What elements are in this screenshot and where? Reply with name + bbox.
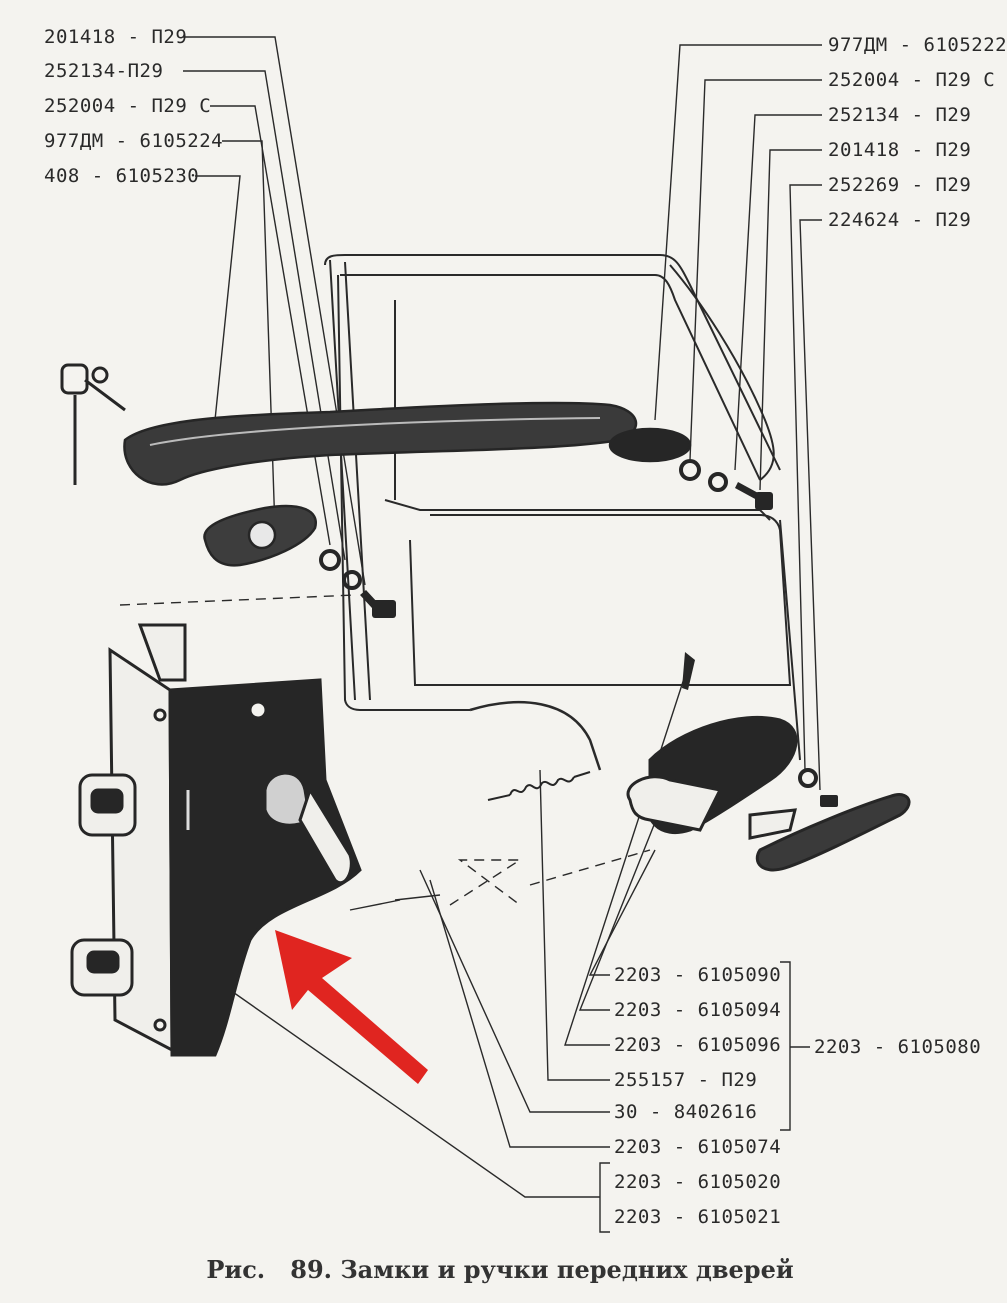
inner-door-handle (626, 715, 911, 872)
part-label: 252004 - П29 С (828, 69, 996, 91)
leader-line (799, 219, 822, 791)
rod (329, 259, 371, 701)
leader-line (222, 140, 276, 531)
part-label: 201418 - П29 (44, 26, 188, 48)
leader-line (195, 175, 241, 421)
leader-line (789, 184, 822, 771)
rod (669, 264, 775, 481)
figure-number: 89. (290, 1255, 333, 1284)
washer (319, 459, 818, 788)
rod (779, 519, 801, 761)
glass-channel (384, 499, 771, 521)
group-bracket (780, 961, 791, 1131)
leader-line (759, 149, 822, 491)
leader-line (229, 989, 600, 1198)
part-label: 224624 - П29 (828, 209, 972, 231)
part-label: 255157 - П29 (614, 1069, 758, 1091)
part-label: 977ДМ - 6105222 (828, 34, 1007, 56)
handle-gasket (203, 504, 317, 567)
part-label: 2203 - 6105096 (614, 1034, 782, 1056)
leader-line (419, 869, 610, 1113)
part-label: 30 - 8402616 (614, 1101, 758, 1123)
part-label: 252004 - П29 С (44, 95, 212, 117)
group-label: 2203 - 6105080 (814, 1036, 982, 1058)
part-label: 201418 - П29 (828, 139, 972, 161)
leader-line (539, 769, 610, 1081)
part-label: 2203 - 6105021 (614, 1206, 782, 1228)
caption-prefix: Рис. (206, 1255, 266, 1284)
part-label: 2203 - 6105094 (614, 999, 782, 1021)
part-label: 252134-П29 (44, 60, 164, 82)
alignment-line (349, 894, 441, 911)
group-bracket-left (599, 1162, 610, 1233)
part-label: 252269 - П29 (828, 174, 972, 196)
cable (469, 701, 602, 771)
part-label: 977ДМ - 6105224 (44, 130, 224, 152)
bolt (360, 482, 838, 807)
outer-door-handle (123, 401, 692, 486)
leader-line (734, 114, 822, 471)
leader-line (578, 809, 661, 1011)
window-frame-outline (324, 254, 792, 711)
leader-line (210, 105, 331, 546)
door-lock-assembly (70, 623, 362, 1057)
leader-line (689, 79, 822, 461)
part-label: 2203 - 6105074 (614, 1136, 782, 1158)
spring (487, 771, 591, 801)
leader-line (183, 36, 366, 586)
highlight-arrow (275, 930, 428, 1084)
part-label: 252134 - П29 (828, 104, 972, 126)
alignment-line (119, 594, 523, 906)
leader-line (588, 849, 656, 976)
alignment-line (529, 849, 651, 886)
part-label: 408 - 6105230 (44, 165, 200, 187)
key-icon (60, 363, 126, 485)
leader-line (564, 659, 691, 1046)
leader-line (429, 879, 610, 1148)
leader-line (654, 44, 822, 421)
part-label: 2203 - 6105020 (614, 1171, 782, 1193)
leader-line (183, 70, 346, 561)
part-label: 2203 - 6105090 (614, 964, 782, 986)
figure-title: Замки и ручки передних дверей (340, 1255, 794, 1284)
figure-caption: Рис. 89. Замки и ручки передних дверей (0, 1255, 1000, 1284)
